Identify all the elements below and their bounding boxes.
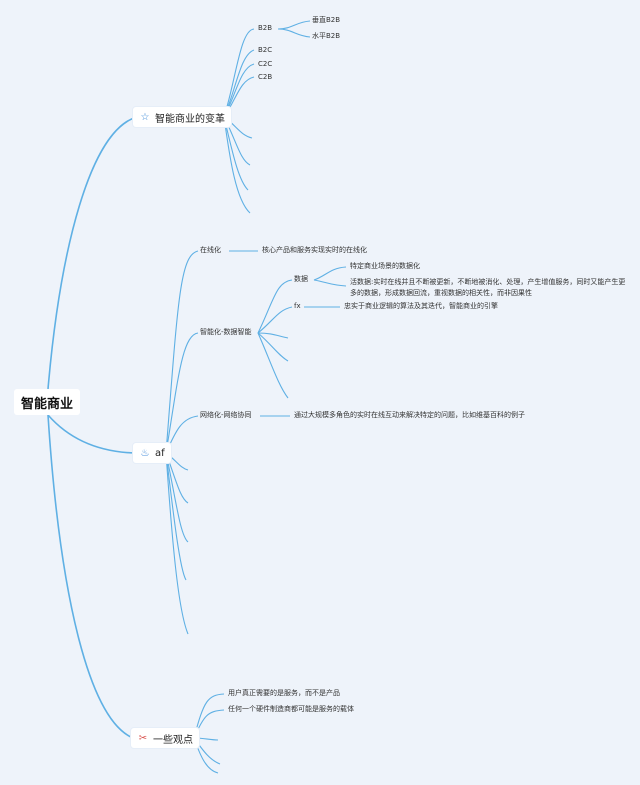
link-b2-e5 (165, 452, 189, 635)
fire-icon: ♨ (140, 447, 150, 459)
link-root-branch2 (47, 414, 136, 454)
node-data-intelligence[interactable]: 智能化-数据智能 (200, 328, 252, 336)
node-horizontal-b2b[interactable]: 水平B2B (312, 32, 341, 40)
root-node[interactable]: 智能商业 (14, 389, 80, 415)
node-network[interactable]: 网络化-网络协同 (200, 411, 252, 419)
link-b2b-vertical (277, 20, 311, 30)
star-icon: ☆ (140, 111, 150, 123)
branch-node-af[interactable]: ♨ af (133, 443, 171, 463)
node-b2c[interactable]: B2C (258, 46, 273, 54)
branch-label: af (155, 447, 165, 459)
link-dataintel-e1 (257, 332, 289, 339)
link-root-branch1 (47, 116, 138, 390)
node-viewpoint-2[interactable]: 任何一个硬件制造商都可能是服务的载体 (228, 705, 354, 713)
link-dataintel-e2 (257, 332, 289, 362)
node-data-scene[interactable]: 特定商业场景的数据化 (350, 262, 420, 270)
link-data-scene (313, 266, 347, 281)
node-b2b[interactable]: B2B (258, 24, 273, 32)
node-network-note[interactable]: 通过大规模多角色的实时在线互动来解决特定的问题，比如维基百科的例子 (294, 411, 525, 419)
node-viewpoint-1[interactable]: 用户真正需要的是服务，而不是产品 (228, 689, 340, 697)
node-c2c[interactable]: C2C (258, 60, 273, 68)
link-root-branch3 (47, 414, 134, 739)
link-dataintel-data (257, 279, 293, 334)
node-data[interactable]: 数据 (294, 275, 308, 283)
branch-label: 智能商业的变革 (155, 113, 225, 125)
link-b2-e3 (165, 452, 189, 543)
link-b2-dataintel (165, 332, 199, 454)
branch-node-transformation[interactable]: ☆ 智能商业的变革 (133, 107, 231, 127)
node-fx[interactable]: fx (294, 302, 301, 310)
branch-node-viewpoints[interactable]: ✂ 一些观点 (131, 728, 199, 748)
link-dataintel-e3 (257, 332, 289, 399)
node-fx-note[interactable]: 忠实于商业逻辑的算法及其迭代，智能商业的引擎 (344, 302, 498, 310)
branch-label: 一些观点 (153, 734, 193, 746)
node-live-data[interactable]: 活数据:实时在线并且不断被更新，不断地被消化、处理，产生增值服务，同时又能产生更… (350, 278, 626, 297)
tools-icon: ✂ (138, 732, 148, 744)
link-b2b-horizontal (277, 28, 311, 38)
link-b2-online (165, 250, 199, 454)
link-dataintel-fx (257, 306, 293, 334)
link-data-live (313, 279, 347, 287)
link-b1-b2b (223, 28, 255, 118)
node-online[interactable]: 在线化 (200, 246, 221, 254)
link-b1-e4 (223, 116, 251, 214)
node-c2b[interactable]: C2B (258, 73, 273, 81)
node-online-note[interactable]: 核心产品和服务实现实时的在线化 (262, 246, 367, 254)
link-b2-e4 (165, 452, 187, 581)
node-vertical-b2b[interactable]: 垂直B2B (312, 16, 341, 24)
root-label: 智能商业 (20, 396, 73, 412)
